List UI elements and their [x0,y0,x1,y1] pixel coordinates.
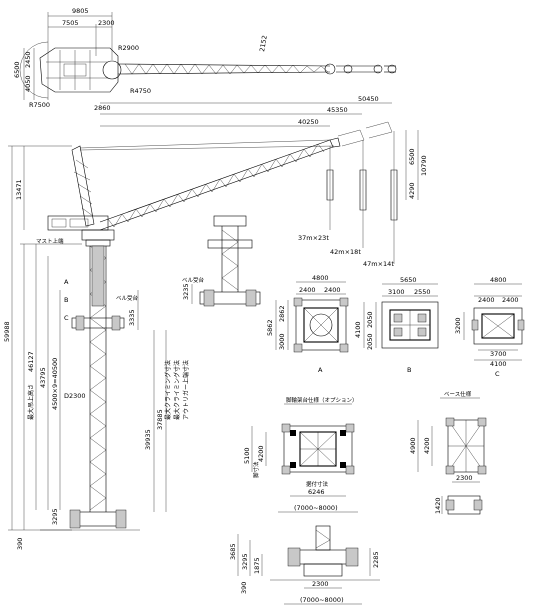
sec-c-dim-2400-1: 2400 [478,296,495,304]
dim-6500-r: 6500 [408,148,416,165]
sec-a-dim-4800: 4800 [312,274,329,282]
dim-2300: 2300 [98,19,115,27]
label-bell-mouth: ベル受台 [116,294,139,302]
dim-3235: 3235 [182,283,190,300]
option-base-title: 脚輪架台仕様（オプション） [286,396,358,404]
bell-label: ベル受台 [182,276,205,284]
dim-13471: 13471 [15,179,23,200]
std-base-title: ベース仕様 [444,390,472,398]
dim-2450: 2450 [24,51,32,68]
sec-c-dim-3200: 3200 [454,317,462,334]
dim-390: 390 [16,538,24,550]
std-dim-2300: 2300 [456,474,473,482]
std-dim-4200: 4200 [423,437,431,454]
sec-b-name: B [407,366,411,374]
sec-b-dim-2050-2: 2050 [366,333,374,350]
sec-c-dim-4800: 4800 [490,276,507,284]
dim-4290: 4290 [408,182,416,199]
sec-c-dim-3700: 3700 [490,350,507,358]
bottom-elevation: 3685 3295 1875 390 2285 2300 (7000~8000) [229,525,380,605]
std-dim-1420: 1420 [434,497,442,514]
load-37m: 37m×23t [298,234,329,242]
sec-c-dim-2400-2: 2400 [502,296,519,304]
option-base: 脚輪架台仕様（オプション） 5100 4200 脚寸法 据付寸法 6246 (7… [243,396,358,513]
sec-c-dim-4100: 4100 [490,360,507,368]
section-a: 4800 2400 2400 5862 3000 2862 A [266,274,349,374]
dim-59988: 59988 [3,321,11,342]
sec-a-dim-3000: 3000 [278,333,286,350]
dim-7505: 7505 [62,19,79,27]
dim-r2900: R2900 [118,44,139,52]
sec-b-dim-4100: 4100 [354,321,362,338]
dim-4500x9: 4500×9=40500 [51,358,59,410]
main-elevation: 40250 45350 50450 6500 10790 4290 [3,95,428,550]
dim-r4750: R4750 [130,87,151,95]
bot-dim-1875: 1875 [253,557,261,574]
sec-b-dim-3100: 3100 [388,288,405,296]
label-mast-top: マスト上端 [36,237,64,245]
sec-a-dim-2400-1: 2400 [299,286,316,294]
dim-46127: 46127 [27,351,35,372]
dim-40250: 40250 [298,118,319,126]
bot-dim-3685: 3685 [229,543,237,560]
sec-a-dim-5862: 5862 [266,319,274,336]
opt-dim-7000-8000: (7000~8000) [294,504,338,512]
dim-9805: 9805 [72,7,89,15]
section-b-marker: B [64,296,68,304]
opt-dim-6246: 6246 [308,488,325,496]
label-d2300: D2300 [64,392,86,400]
load-47m: 47m×14t [363,260,394,268]
section-c-marker: C [64,314,69,322]
plan-view: 9805 7505 2300 R2900 2152 6500 2450 4050… [13,7,397,112]
section-b: 5650 3100 2550 4100 2050 2050 B [354,276,439,374]
dim-r7500: R7500 [29,101,50,109]
dim-39935: 39935 [144,429,152,450]
bot-dim-390: 390 [240,582,248,594]
bell-detail: ベル受台 3235 [182,215,261,307]
dim-3335: 3335 [128,309,136,326]
dim-2152: 2152 [258,35,269,53]
dim-50450: 50450 [358,95,379,103]
dim-10790: 10790 [420,155,428,176]
label-climb-2: 最大クライミング寸法 [173,360,181,420]
std-dim-4900: 4900 [409,437,417,454]
bot-dim-3295: 3295 [241,553,249,570]
sec-b-dim-5650: 5650 [400,276,417,284]
sec-a-dim-2400-2: 2400 [324,286,341,294]
standard-base: ベース仕様 4900 4200 2300 1420 [409,390,487,515]
dim-37885: 37885 [156,409,164,430]
opt-dim-5100: 5100 [243,447,251,464]
dim-45350: 45350 [327,106,348,114]
bot-dim-2300: 2300 [312,580,329,588]
opt-dim-4200: 4200 [257,445,265,462]
label-outrigger: アウトリガー上端寸法 [182,360,190,420]
sec-b-dim-2050-1: 2050 [366,311,374,328]
dim-2860: 2860 [94,104,111,112]
dim-4050: 4050 [24,75,32,92]
section-a-marker: A [64,278,69,286]
dim-3295: 3295 [51,508,59,525]
opt-label-install: 据付寸法 [306,480,329,488]
bot-dim-7000-8000: (7000~8000) [300,596,344,604]
load-42m: 42m×18t [330,248,361,256]
dim-6500: 6500 [13,61,21,78]
sec-a-name: A [318,366,323,374]
section-c: 4800 2400 2400 3200 3700 4100 C [454,276,525,378]
label-max-lift: 最大吊上高さ [27,384,35,420]
sec-b-dim-2550: 2550 [414,288,431,296]
opt-label-leg: 脚寸法 [252,461,260,478]
label-climb: 最大クライミング寸法 [164,360,172,420]
sec-a-dim-2862: 2862 [278,305,286,322]
sec-c-name: C [495,370,500,378]
dim-43795: 43795 [39,367,47,388]
bot-dim-2285: 2285 [372,551,380,568]
